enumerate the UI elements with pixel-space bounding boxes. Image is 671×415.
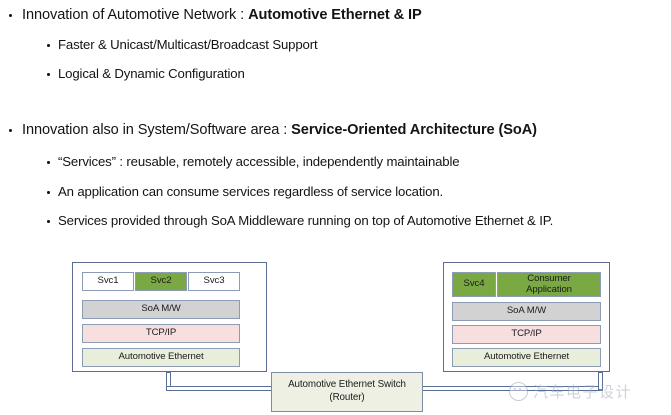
- bullet-dot-icon: [47, 190, 50, 194]
- bullet-dot-icon: [9, 129, 13, 133]
- bullet-row: An application can consume services rega…: [0, 184, 671, 199]
- bullet-text: “Services” : reusable, remotely accessib…: [58, 154, 460, 169]
- layer-tcpip-right: TCP/IP: [452, 325, 601, 344]
- layer-tcpip-left: TCP/IP: [82, 324, 240, 343]
- watermark-text: 汽车电子设计: [533, 383, 633, 401]
- bullet-level1: Innovation of Automotive Network : Autom…: [0, 7, 671, 24]
- bullet-dot-icon: [9, 14, 13, 18]
- bullet-level2: An application can consume services rega…: [0, 184, 671, 199]
- layer-soa-middleware-left: SoA M/W: [82, 300, 240, 319]
- bullet-text: Faster & Unicast/Multicast/Broadcast Sup…: [58, 37, 318, 52]
- bullet-text: Services provided through SoA Middleware…: [58, 213, 554, 228]
- bullet-text: Innovation of Automotive Network :: [22, 7, 249, 23]
- layer-soa-middleware-right: SoA M/W: [452, 302, 601, 321]
- bullet-dot-icon: [47, 72, 50, 76]
- connector-right-vertical: [598, 372, 603, 390]
- consumer-app-line2: Application: [526, 283, 572, 295]
- bullet-dot-icon: [47, 219, 50, 223]
- service-block-svc4: Svc4: [452, 272, 496, 297]
- bullet-row: Faster & Unicast/Multicast/Broadcast Sup…: [0, 37, 671, 52]
- bullet-level2: “Services” : reusable, remotely accessib…: [0, 154, 671, 169]
- bullet-text: Innovation also in System/Software area …: [22, 122, 292, 138]
- bullet-emphasis: Automotive Ethernet & IP: [248, 7, 422, 23]
- bullet-level2: Services provided through SoA Middleware…: [0, 213, 671, 228]
- layer-automotive-ethernet-left: Automotive Ethernet: [82, 348, 240, 367]
- bullet-emphasis: Service-Oriented Architecture (SoA): [291, 122, 537, 138]
- service-block-consumer-application: Consumer Application: [497, 272, 601, 297]
- bullet-row: Innovation also in System/Software area …: [0, 122, 671, 139]
- bullet-level2: Faster & Unicast/Multicast/Broadcast Sup…: [0, 37, 671, 52]
- switch-label-line1: Automotive Ethernet Switch: [288, 379, 406, 391]
- service-block-svc3: Svc3: [188, 272, 240, 291]
- watermark: 汽车电子设计: [509, 381, 632, 402]
- service-block-svc2: Svc2: [135, 272, 187, 291]
- consumer-app-line1: Consumer: [527, 272, 571, 284]
- wechat-circle-icon: [509, 382, 528, 401]
- switch-label-line2: (Router): [329, 392, 365, 403]
- bullet-dot-icon: [47, 43, 50, 47]
- layer-automotive-ethernet-right: Automotive Ethernet: [452, 348, 601, 367]
- bullet-row: “Services” : reusable, remotely accessib…: [0, 154, 671, 169]
- bullet-dot-icon: [47, 160, 50, 164]
- bullet-text: Logical & Dynamic Configuration: [58, 66, 245, 81]
- bullet-row: Services provided through SoA Middleware…: [0, 213, 671, 228]
- service-block-svc1: Svc1: [82, 272, 134, 291]
- bullet-level2: Logical & Dynamic Configuration: [0, 66, 671, 81]
- bullet-text: An application can consume services rega…: [58, 184, 444, 199]
- automotive-ethernet-switch-node: Automotive Ethernet Switch (Router): [271, 372, 423, 412]
- bullet-row: Logical & Dynamic Configuration: [0, 66, 671, 81]
- connector-left-horizontal: [166, 386, 276, 391]
- bullet-row: Innovation of Automotive Network : Autom…: [0, 7, 671, 24]
- bullet-level1: Innovation also in System/Software area …: [0, 122, 671, 139]
